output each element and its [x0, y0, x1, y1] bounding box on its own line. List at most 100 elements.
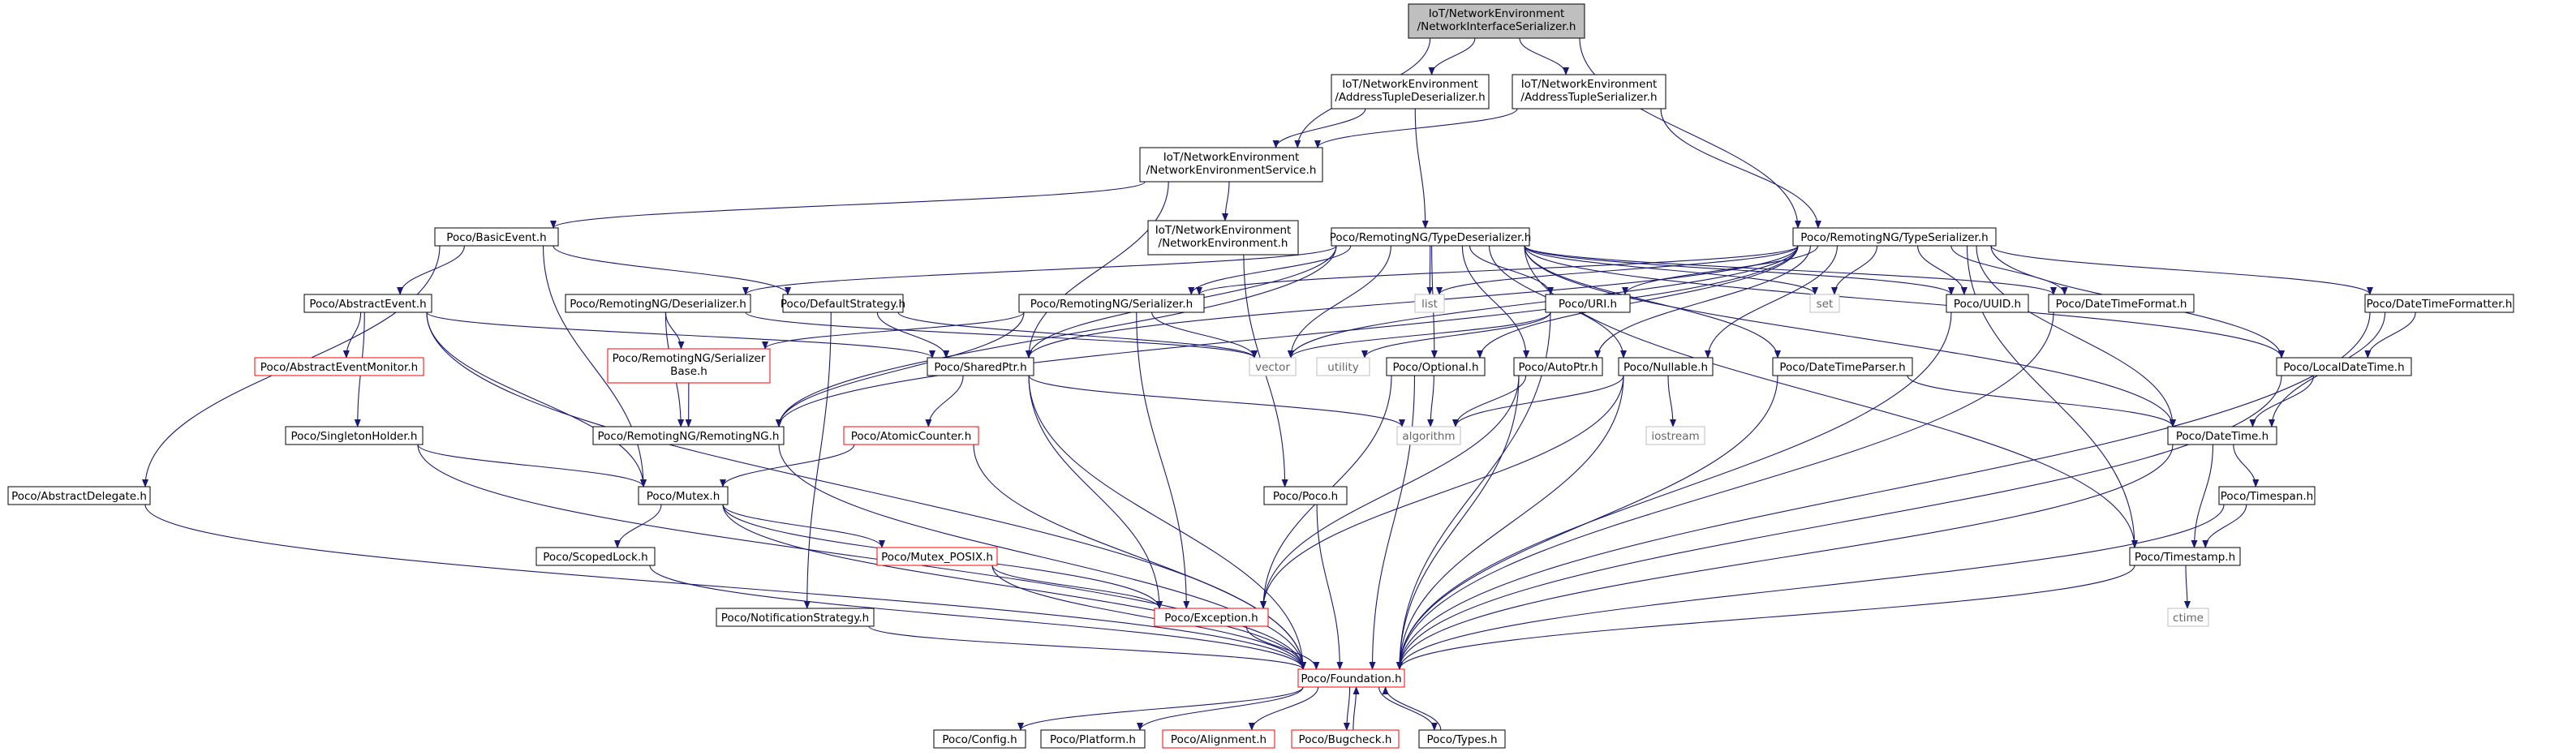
node-label: Poco/BasicEvent.h: [446, 231, 546, 244]
edge-atd-to-td: [1414, 108, 1429, 229]
edge-ae-to-aem: [342, 311, 362, 359]
node-poco-remotingng-typedeserializer-h[interactable]: Poco/RemotingNG/TypeDeserializer.h: [1330, 227, 1532, 247]
node-box: [592, 426, 785, 445]
node-poco-uuid-h[interactable]: Poco/UUID.h: [1946, 294, 2029, 313]
node-poco-notificationstrategy-h[interactable]: Poco/NotificationStrategy.h: [716, 608, 875, 627]
edge-tst-to-ctime: [2183, 565, 2191, 609]
node-poco-foundation-h[interactable]: Poco/Foundation.h: [1297, 668, 1405, 688]
node-poco-types-h[interactable]: Poco/Types.h: [1418, 729, 1506, 749]
node-label: IoT/NetworkEnvironment: [1429, 7, 1565, 20]
edge-types-to-fnd: [1382, 686, 1442, 731]
node-iot-networkenvironment-addresstupledeserializer-h[interactable]: IoT/NetworkEnvironment/AddressTupleDeser…: [1331, 74, 1490, 110]
node-poco-uri-h[interactable]: Poco/URI.h: [1545, 294, 1631, 313]
node-poco-optional-h[interactable]: Poco/Optional.h: [1386, 357, 1486, 376]
edge-ats-to-nes: [1314, 108, 1518, 148]
edge-ts-to-rng: [776, 245, 1799, 427]
node-poco-remotingng-remotingng-h[interactable]: Poco/RemotingNG/RemotingNG.h: [592, 426, 785, 445]
node-label: Poco/RemotingNG/Serializer.h: [1030, 298, 1193, 311]
node-label: Poco/RemotingNG/Deserializer.h: [570, 298, 746, 311]
edge-uuid-to-fnd: [1396, 311, 1952, 670]
node-box: [843, 426, 979, 445]
node-label: Poco/Poco.h: [1273, 490, 1338, 503]
node-iot-networkenvironment-networkenvironment-h[interactable]: IoT/NetworkEnvironment/NetworkEnvironmen…: [1147, 220, 1299, 256]
node-box: [1386, 357, 1486, 376]
node-poco-remotingng-serializer-h[interactable]: Poco/RemotingNG/Serializer.h: [1018, 294, 1205, 313]
node-label: /NetworkEnvironmentService.h: [1146, 164, 1317, 177]
node-box: [1408, 3, 1585, 39]
node-label: IoT/NetworkEnvironment: [1155, 224, 1292, 237]
node-box: [1040, 729, 1146, 749]
node-box: [782, 294, 904, 313]
edge-ser-to-sb: [762, 311, 1025, 350]
node-label: Poco/AbstractEventMonitor.h: [260, 361, 418, 374]
edge-des-to-sb: [664, 311, 685, 350]
node-box: [1291, 729, 1400, 749]
edge-ap-to-fnd: [1396, 375, 1520, 670]
node-poco-abstracteventmonitor-h[interactable]: Poco/AbstractEventMonitor.h: [254, 357, 424, 376]
node-algorithm: algorithm: [1396, 426, 1461, 445]
node-poco-remotingng-deserializer-h[interactable]: Poco/RemotingNG/Deserializer.h: [565, 294, 751, 313]
node-poco-datetime-h[interactable]: Poco/DateTime.h: [2167, 426, 2277, 445]
edge-ac-to-mutex: [720, 444, 855, 488]
edge-nes-to-be: [550, 181, 1146, 229]
node-vector: vector: [1249, 357, 1297, 376]
node-poco-alignment-h[interactable]: Poco/Alignment.h: [1162, 729, 1275, 749]
node-poco-autoptr-h[interactable]: Poco/AutoPtr.h: [1513, 357, 1603, 376]
node-box: [303, 294, 432, 313]
node-poco-mutex-posix-h[interactable]: Poco/Mutex_POSIX.h: [876, 547, 998, 566]
node-poco-localdatetime-h[interactable]: Poco/LocalDateTime.h: [2276, 357, 2412, 376]
node-poco-nullable-h[interactable]: Poco/Nullable.h: [1618, 357, 1714, 376]
edge-fnd-to-cfg: [1017, 686, 1304, 731]
node-poco-abstractevent-h[interactable]: Poco/AbstractEvent.h: [303, 294, 432, 313]
node-box: [1147, 220, 1299, 256]
node-poco-basicevent-h[interactable]: Poco/BasicEvent.h: [434, 227, 559, 247]
edge-ser-to-vector: [1151, 311, 1258, 359]
node-poco-datetimeformat-h[interactable]: Poco/DateTimeFormat.h: [2048, 294, 2195, 313]
node-poco-mutex-h[interactable]: Poco/Mutex.h: [638, 486, 729, 505]
node-poco-singletonholder-h[interactable]: Poco/SingletonHolder.h: [285, 426, 424, 445]
node-box: [254, 357, 424, 376]
node-label: Poco/DateTime.h: [2176, 430, 2269, 443]
node-box: [1946, 294, 2029, 313]
node-label: Poco/Types.h: [1426, 733, 1497, 746]
node-iot-networkenvironment-addresstupleserializer-h[interactable]: IoT/NetworkEnvironment/AddressTupleSeria…: [1512, 74, 1666, 110]
node-poco-timespan-h[interactable]: Poco/Timespan.h: [2218, 486, 2316, 505]
node-label: utility: [1327, 361, 1358, 374]
edge-be-to-mutex: [542, 245, 647, 488]
node-poco-sharedptr-h[interactable]: Poco/SharedPtr.h: [927, 357, 1034, 376]
node-poco-datetimeparser-h[interactable]: Poco/DateTimeParser.h: [1772, 357, 1913, 376]
node-box: [1316, 357, 1370, 376]
node-box: [1297, 668, 1405, 688]
node-poco-atomiccounter-h[interactable]: Poco/AtomicCounter.h: [843, 426, 979, 445]
node-poco-bugcheck-h[interactable]: Poco/Bugcheck.h: [1291, 729, 1400, 749]
edge-nes-to-ne: [1222, 181, 1230, 221]
edge-mutex-to-mp: [722, 504, 885, 548]
node-poco-poco-h[interactable]: Poco/Poco.h: [1263, 486, 1348, 505]
node-poco-exception-h[interactable]: Poco/Exception.h: [1154, 608, 1269, 627]
edge-sp-to-ac: [925, 375, 964, 427]
edge-fnd-to-plat: [1137, 686, 1304, 731]
node-label: Base.h: [670, 365, 707, 378]
edge-ns-to-fnd: [868, 625, 1306, 670]
edge-nis-to-ts: [1579, 37, 1801, 229]
node-poco-abstractdelegate-h[interactable]: Poco/AbstractDelegate.h: [7, 486, 151, 505]
edge-dtf-to-fnd: [1396, 311, 2054, 670]
edge-nul-to-iostream: [1667, 375, 1676, 427]
node-poco-timestamp-h[interactable]: Poco/Timestamp.h: [2129, 547, 2241, 566]
edge-dtp-to-fnd: [1396, 375, 1778, 670]
node-poco-config-h[interactable]: Poco/Config.h: [933, 729, 1026, 749]
node-iot-networkenvironment-networkenvironmentservice-h[interactable]: IoT/NetworkEnvironment/NetworkEnvironmen…: [1139, 147, 1323, 183]
node-poco-datetimeformatter-h[interactable]: Poco/DateTimeFormatter.h: [2364, 294, 2514, 313]
edge-dtp-to-dt: [1907, 375, 2176, 427]
edge-td-to-des: [742, 245, 1337, 295]
edge-td-to-ap: [1461, 245, 1530, 359]
node-poco-scopedlock-h[interactable]: Poco/ScopedLock.h: [535, 547, 656, 566]
node-label: Poco/AbstractEvent.h: [309, 298, 426, 311]
node-poco-defaultstrategy-h[interactable]: Poco/DefaultStrategy.h: [781, 294, 905, 313]
node-label: set: [1817, 298, 1834, 311]
edge-be-to-ae: [397, 245, 465, 295]
node-poco-remotingng-typeserializer-h[interactable]: Poco/RemotingNG/TypeSerializer.h: [1792, 227, 1997, 247]
node-poco-platform-h[interactable]: Poco/Platform.h: [1040, 729, 1146, 749]
